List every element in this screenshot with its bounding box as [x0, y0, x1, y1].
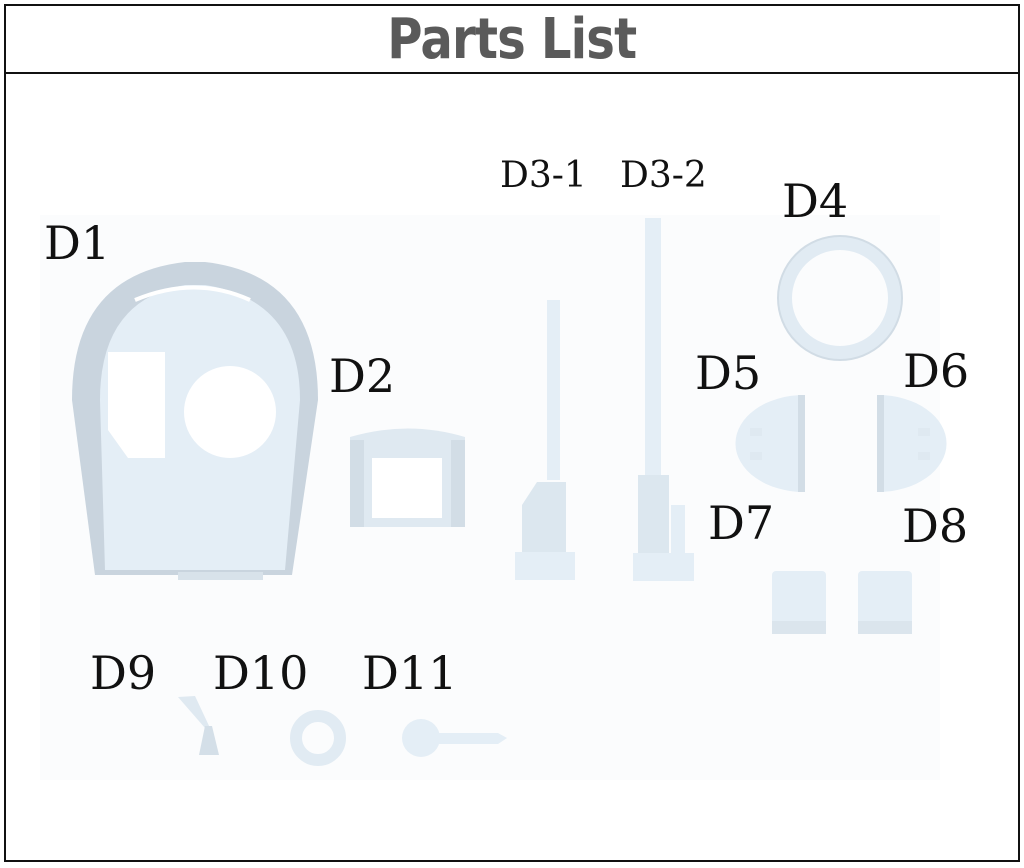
part-label-d1: D1: [44, 216, 111, 270]
part-d2-frame-image: [350, 428, 465, 527]
part-d8-plate-image: [858, 571, 912, 634]
part-d3-1-rod-image: [515, 300, 575, 580]
part-d11-knob-image: [402, 719, 507, 757]
part-label-d9: D9: [90, 646, 157, 700]
part-label-d2: D2: [329, 349, 396, 403]
part-label-d4: D4: [782, 174, 849, 228]
part-d10-washer-image: [290, 710, 346, 766]
part-d3-2-rod-image: [633, 218, 694, 581]
page-title: Parts List: [387, 6, 638, 72]
part-label-d11: D11: [362, 646, 458, 700]
part-label-d5: D5: [695, 346, 762, 400]
part-d1-housing-image: [72, 262, 318, 580]
part-label-d6: D6: [903, 344, 970, 398]
part-d7-plate-image: [772, 571, 826, 634]
part-label-d7: D7: [708, 496, 775, 550]
part-d6-half-disc-image: [877, 395, 947, 492]
part-label-d10: D10: [213, 646, 309, 700]
part-label-d3-2: D3-2: [620, 155, 707, 196]
header-bar: Parts List: [6, 6, 1018, 74]
part-label-d3-1: D3-1: [500, 155, 587, 196]
part-d9-lever-image: [178, 696, 219, 755]
part-label-d8: D8: [902, 499, 969, 553]
part-d4-ring-image: [777, 235, 903, 361]
part-d5-half-disc-image: [735, 395, 805, 492]
